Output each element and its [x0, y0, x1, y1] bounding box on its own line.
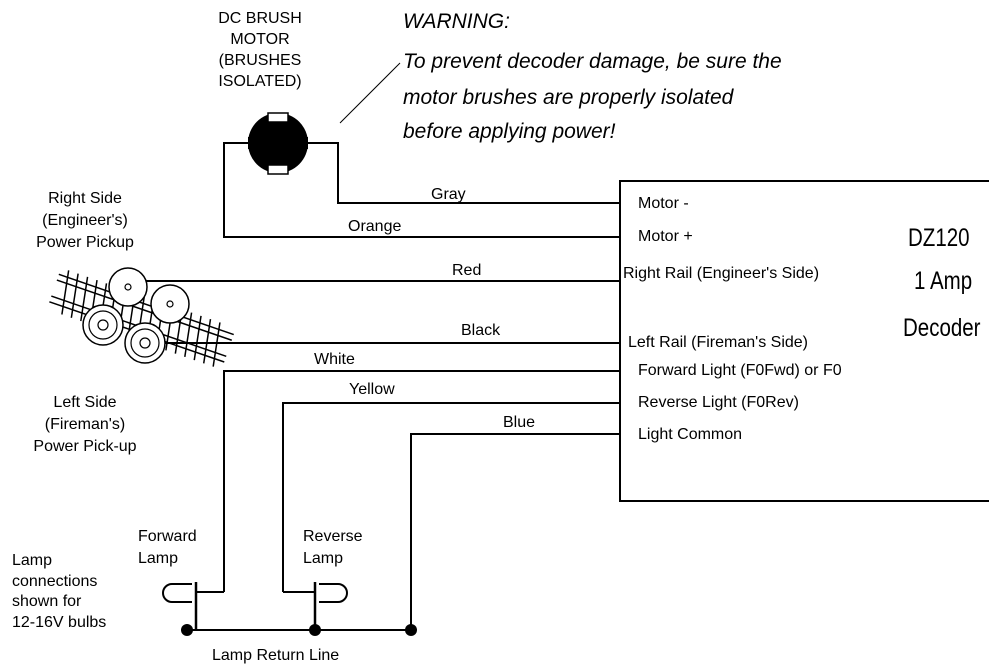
pin-forward-light: Forward Light (F0Fwd) or F0: [638, 362, 842, 379]
reverse-lamp-label: Reverse Lamp: [303, 528, 363, 567]
junction-dot: [309, 624, 321, 636]
wire-label-blue: Blue: [503, 414, 536, 431]
motor-leader-line: [339, 62, 401, 124]
left-pickup-label: Left Side (Fireman's) Power Pick-up: [33, 394, 137, 455]
forward-lamp-label: Forward Lamp: [138, 528, 197, 567]
wire-white: [223, 370, 620, 592]
wire-orange: [223, 142, 620, 238]
wire-label-white: White: [314, 351, 355, 368]
wire-label-red: Red: [452, 262, 482, 279]
motor-label: DC BRUSH MOTOR (BRUSHES ISOLATED): [218, 10, 302, 90]
pin-light-common: Light Common: [638, 426, 743, 443]
decoder-rating: 1 Amp: [914, 267, 973, 295]
right-pickup-label: Right Side (Engineer's) Power Pickup: [36, 190, 134, 251]
pin-motor-plus: Motor +: [638, 228, 693, 245]
warning-title: WARNING:: [403, 10, 510, 33]
pin-right-rail: Right Rail (Engineer's Side): [623, 265, 820, 282]
reverse-lamp-icon: [283, 582, 348, 630]
wire-blue: [410, 433, 620, 630]
pin-reverse-light: Reverse Light (F0Rev): [638, 394, 799, 411]
warning-line-2: motor brushes are properly isolated: [403, 86, 734, 109]
decoder-box: [619, 180, 989, 502]
forward-lamp-icon: [162, 582, 224, 630]
wire-label-gray: Gray: [431, 186, 466, 203]
lamp-return-line-label: Lamp Return Line: [212, 647, 340, 664]
track-pickup-icon: [49, 267, 234, 367]
pin-motor-minus: Motor -: [638, 195, 689, 212]
lamp-connections-note: Lamp connections shown for 12-16V bulbs: [12, 552, 107, 631]
junction-dot: [181, 624, 193, 636]
decoder-type: Decoder: [903, 314, 981, 342]
wire-label-orange: Orange: [348, 218, 402, 235]
wire-label-black: Black: [461, 322, 501, 339]
wire-yellow: [282, 402, 620, 592]
pin-left-rail: Left Rail (Fireman's Side): [628, 334, 808, 351]
warning-line-3: before applying power!: [403, 120, 616, 143]
decoder-name: DZ120: [908, 224, 970, 252]
warning-line-1: To prevent decoder damage, be sure the: [403, 50, 782, 73]
wire-label-yellow: Yellow: [349, 381, 395, 398]
wire-gray: [320, 142, 620, 204]
junction-dot: [405, 624, 417, 636]
motor-icon: [236, 112, 320, 175]
